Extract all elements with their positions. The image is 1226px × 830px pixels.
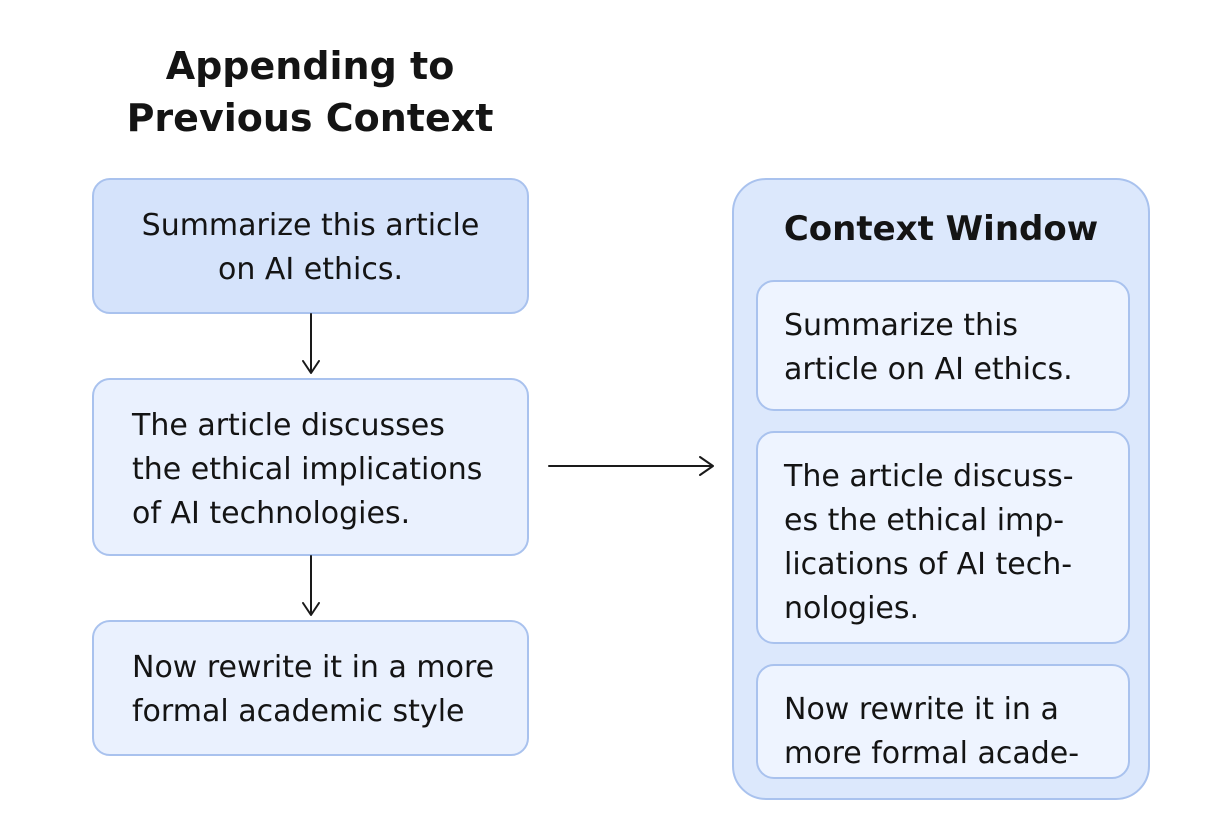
conversation-step-3: Now rewrite it in a more formal academic… [92,620,529,756]
context-window-title: Context Window [783,209,1099,249]
arrow-step2-to-step3 [302,555,320,616]
arrow-to-context-window [548,456,714,476]
conversation-step-2: The article discusses the ethical implic… [92,378,529,556]
context-item-3: Now rewrite it in a more formal acade- [756,664,1130,779]
context-item-1: Summarize this article on AI ethics. [756,280,1130,411]
diagram-title: Appending to Previous Context [126,44,494,140]
context-window: Context Window Summarize this article on… [732,178,1150,800]
conversation-step-1: Summarize this article on AI ethics. [92,178,529,314]
arrow-step1-to-step2 [302,313,320,374]
context-item-2: The article discuss- es the ethical imp-… [756,431,1130,644]
